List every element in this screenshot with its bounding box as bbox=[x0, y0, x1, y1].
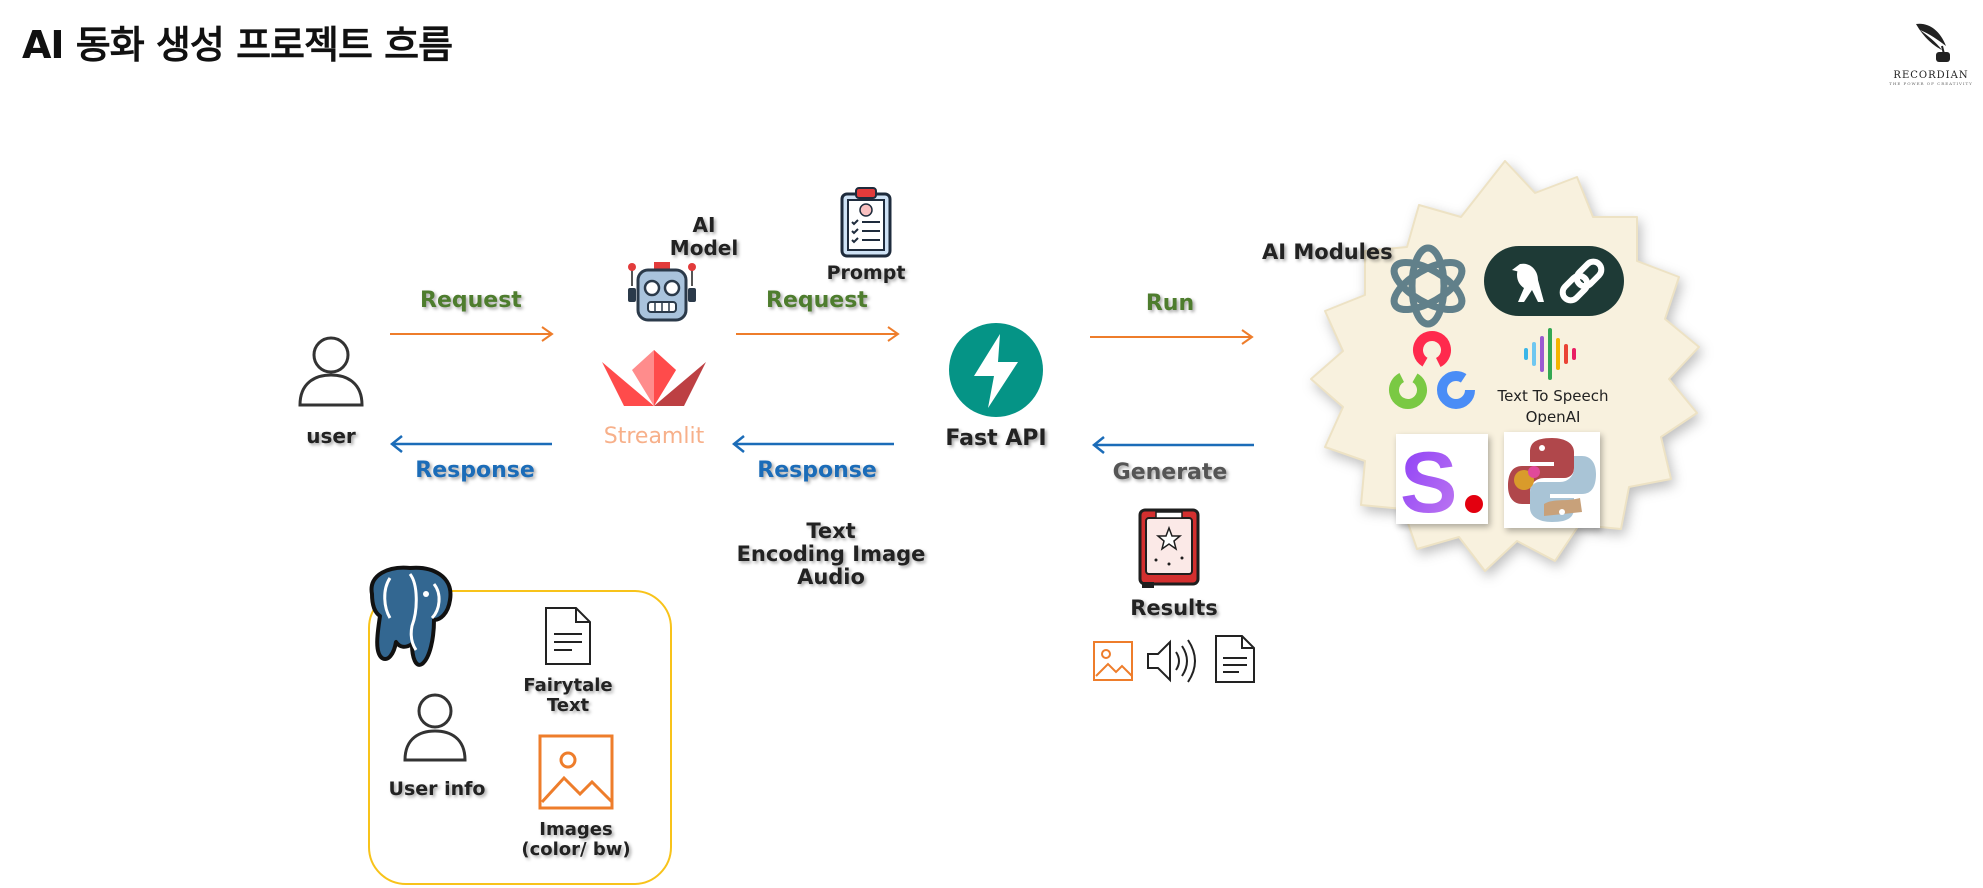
page-title: AI 동화 생성 프로젝트 흐름 bbox=[22, 23, 453, 67]
tts-label: Text To Speech OpenAI bbox=[1497, 387, 1609, 426]
response-arrow-2 bbox=[731, 435, 894, 453]
opencv-logo-icon bbox=[1389, 331, 1475, 409]
magic-book-icon bbox=[1138, 508, 1200, 588]
prompt-label: Prompt bbox=[826, 262, 906, 284]
langchain-logo bbox=[1484, 246, 1624, 316]
fastapi-logo-icon bbox=[949, 323, 1043, 417]
recordian-logo: RECORDIAN THE POWER OF CREATIVITY bbox=[1885, 20, 1977, 86]
streamlit-logo-icon bbox=[602, 350, 706, 406]
response-label-1: Response bbox=[415, 458, 535, 483]
postgresql-elephant-icon bbox=[369, 565, 453, 667]
generate-label: Generate bbox=[1112, 460, 1228, 485]
request-label-2: Request bbox=[766, 288, 868, 313]
python-photo-icon bbox=[1504, 432, 1600, 528]
quill-ink-icon bbox=[1916, 23, 1950, 62]
ai-modules-label: AI Modules bbox=[1262, 240, 1393, 264]
request-arrow-2 bbox=[736, 326, 900, 342]
logo-name: RECORDIAN bbox=[1893, 70, 1969, 81]
user-label: user bbox=[306, 424, 356, 448]
python-photo-logo bbox=[1504, 432, 1600, 528]
purple-s-logo: S bbox=[1396, 434, 1488, 531]
speaker-icon bbox=[1147, 639, 1196, 683]
request-arrow-1 bbox=[390, 326, 554, 342]
purple-s-icon: S bbox=[1400, 435, 1483, 531]
audio-waveform-icon bbox=[1524, 328, 1576, 380]
fastapi-label: Fast API bbox=[945, 426, 1047, 451]
robot-icon bbox=[628, 262, 696, 322]
ai-modules-badge bbox=[1310, 160, 1700, 572]
fairytale-text-label: Fairytale Text bbox=[523, 675, 613, 716]
prompt-clipboard-icon bbox=[840, 187, 892, 258]
user-icon bbox=[298, 336, 364, 407]
generate-arrow bbox=[1091, 436, 1254, 454]
response-label-2: Response bbox=[757, 458, 877, 483]
run-arrow bbox=[1090, 329, 1254, 345]
user-info-label: User info bbox=[388, 778, 486, 800]
ai-model-label: AI Model bbox=[669, 213, 739, 260]
run-label: Run bbox=[1145, 291, 1195, 316]
openai-logo-icon bbox=[1390, 244, 1466, 328]
streamlit-label: Streamlit bbox=[603, 424, 705, 449]
images-label: Images (color/ bw) bbox=[521, 819, 631, 860]
logo-tagline: THE POWER OF CREATIVITY bbox=[1889, 81, 1973, 86]
fairytale-text-icon bbox=[545, 607, 591, 665]
database-panel bbox=[368, 590, 672, 885]
response-arrow-1 bbox=[389, 435, 552, 453]
parrot-link-icon bbox=[1512, 258, 1605, 304]
results-label: Results bbox=[1130, 596, 1218, 620]
image-result-icon bbox=[1093, 641, 1133, 681]
svg-text:S: S bbox=[1400, 435, 1457, 524]
document-result-icon bbox=[1215, 635, 1255, 683]
payload-label: Text Encoding Image Audio bbox=[736, 519, 926, 589]
images-icon bbox=[538, 734, 614, 810]
user-info-icon bbox=[403, 693, 467, 762]
request-label-1: Request bbox=[420, 288, 522, 313]
